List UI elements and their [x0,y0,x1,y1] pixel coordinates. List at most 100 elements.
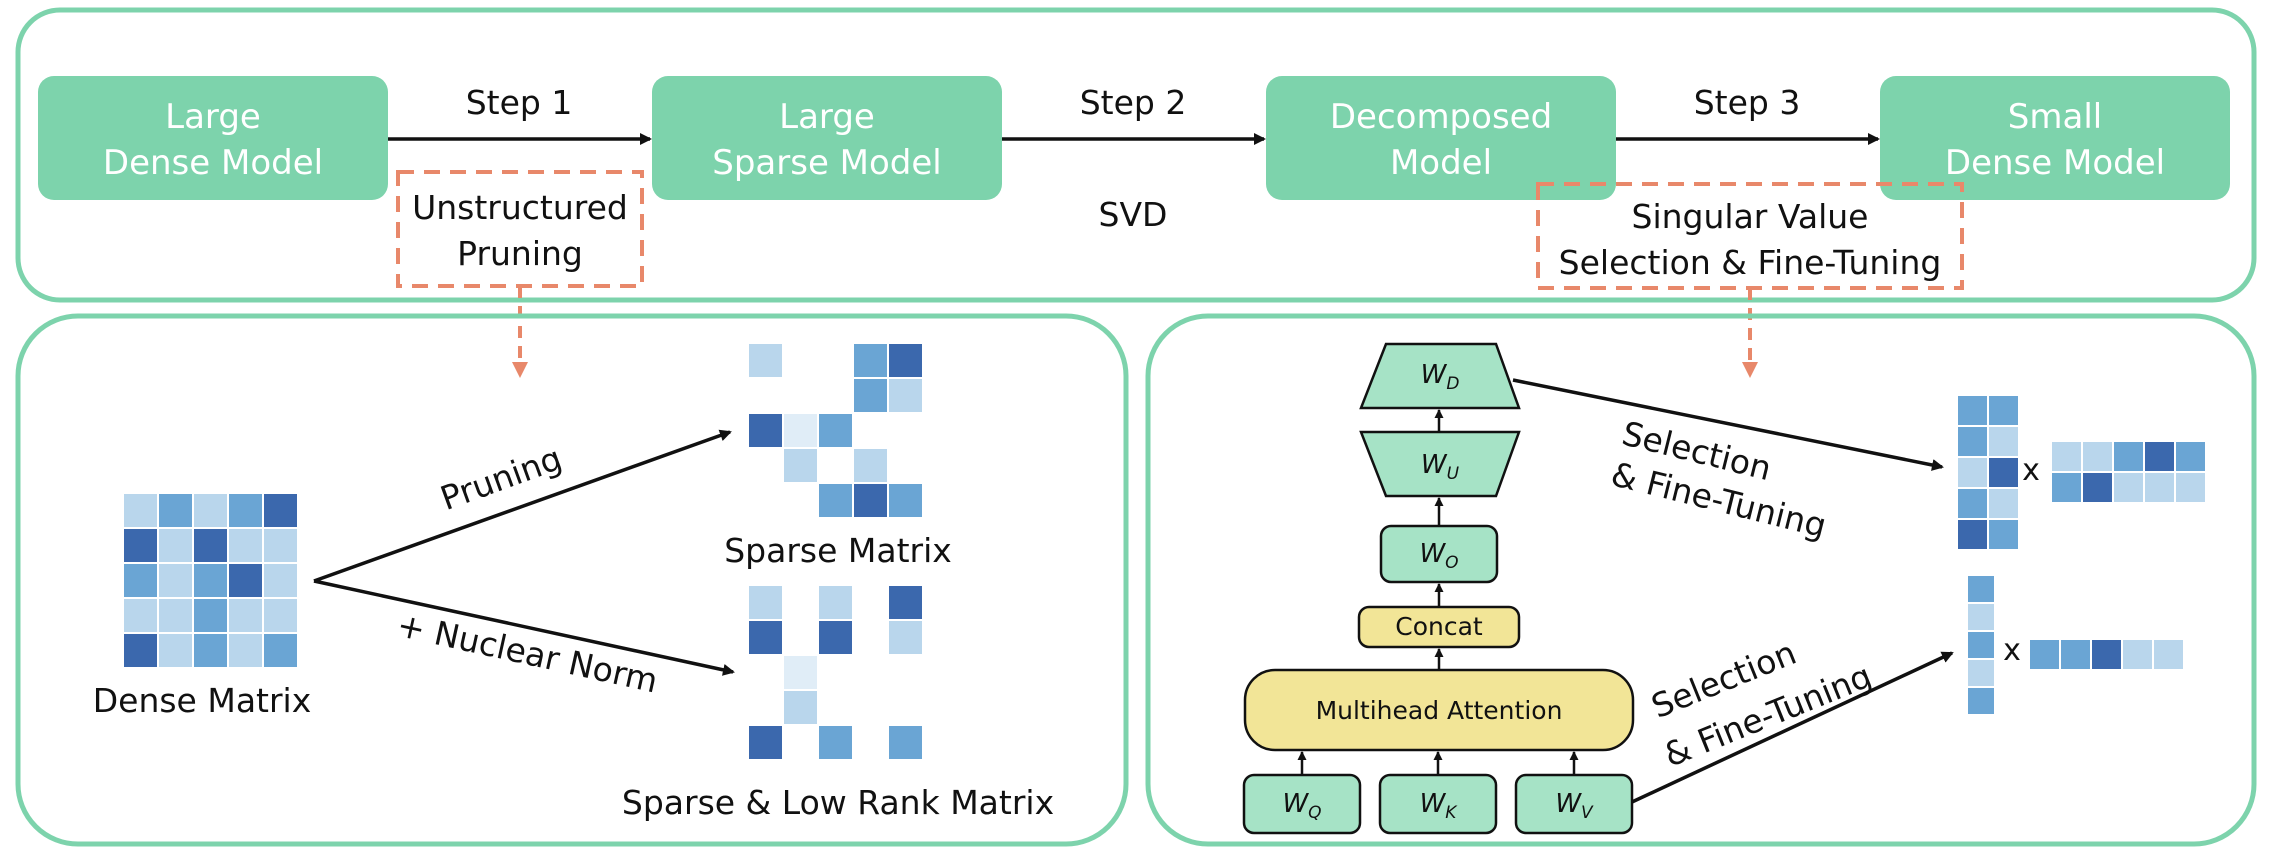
concat-label: Concat [1395,612,1483,641]
wu-block: WU [1359,430,1521,498]
model-label-line2: Dense Model [103,143,323,183]
matrix-cell [2145,442,2174,471]
unstructured-pruning-line1: Unstructured [412,188,628,227]
matrix-cell [1968,604,1994,630]
unstructured-pruning-line2: Pruning [457,234,583,273]
matrix-cell [819,484,852,517]
matrix-cell [749,726,782,759]
matrix-cell [124,564,157,597]
model-box-large-dense: Large Dense Model [38,76,388,200]
singular-value-line2: Selection & Fine-Tuning [1559,243,1942,282]
wq-block: WQ [1242,773,1362,835]
model-box-decomposed: Decomposed Model [1266,76,1616,200]
matrix-cell [889,484,922,517]
matrix-cell [2030,640,2059,669]
matrix-cell [819,726,852,759]
matrix-cell [2145,473,2174,502]
selection-arrow-bottom [1631,651,1954,804]
matrix-cell [749,414,782,447]
matrix-cell [264,634,297,667]
wq-subscript: Q [1308,803,1321,823]
wv-letter: W [1555,789,1582,819]
svg-text:WK: WK [1420,789,1459,823]
sparse-lowrank-matrix [749,586,922,759]
matrix-cell [1989,489,2018,518]
wk-subscript: K [1445,803,1458,823]
matrix-cell [194,634,227,667]
singular-value-line1: Singular Value [1632,197,1869,236]
model-label-line1: Large [779,97,875,137]
matrix-cell [2176,473,2205,502]
matrix-cell [1958,458,1987,487]
pipeline-panel [15,7,2257,303]
pruning-panel [15,313,1129,847]
matrix-cell [2123,640,2152,669]
factor-matrix-u-bottom [1968,576,1994,714]
model-label-line2: Sparse Model [712,143,942,183]
factor-matrix-u-top [1958,396,2018,549]
matrix-cell [1968,660,1994,686]
matrix-cell [229,634,262,667]
matrix-cell [124,599,157,632]
matrix-cell [819,586,852,619]
sparse-lowrank-label: Sparse & Low Rank Matrix [622,783,1054,822]
matrix-cell [2114,473,2143,502]
model-label-line2: Dense Model [1945,143,2165,183]
matrix-cell [124,634,157,667]
matrix-cell [2154,640,2183,669]
matrix-cell [854,344,887,377]
step1-label: Step 1 [466,83,573,122]
matrix-cell [1958,489,1987,518]
matrix-cell [889,586,922,619]
matrix-cell [2092,640,2121,669]
matrix-cell [1968,688,1994,714]
matrix-cell [1989,520,2018,549]
matrix-cell [124,529,157,562]
matrix-cell [229,599,262,632]
matrix-cell [1958,520,1987,549]
multihead-attention-block: Multihead Attention [1243,668,1635,752]
matrix-cell [159,529,192,562]
model-box-large-sparse: Large Sparse Model [652,76,1002,200]
mha-label: Multihead Attention [1316,696,1563,725]
transformer-panel [1145,313,2257,847]
matrix-cell [264,529,297,562]
concat-block: Concat [1357,605,1521,649]
svd-label: SVD [1099,195,1168,234]
wd-block: WD [1359,342,1521,410]
wq-letter: W [1282,789,1309,819]
matrix-cell [2052,473,2081,502]
matrix-cell [124,494,157,527]
step3-label: Step 3 [1694,83,1801,122]
matrix-cell [194,564,227,597]
matrix-cell [819,414,852,447]
wv-block: WV [1514,773,1634,835]
matrix-cell [749,344,782,377]
matrix-cell [194,599,227,632]
matrix-cell [1989,458,2018,487]
model-label-line2: Model [1390,143,1492,183]
matrix-cell [229,494,262,527]
matrix-cell [1989,396,2018,425]
matrix-cell [854,449,887,482]
wk-letter: W [1420,789,1447,819]
model-label-line1: Decomposed [1330,97,1552,137]
pruning-label: Pruning [435,438,567,518]
matrix-cell [159,564,192,597]
matrix-cell [229,564,262,597]
wo-block: WO [1379,524,1499,584]
matrix-cell [819,621,852,654]
matrix-cell [159,599,192,632]
matrix-cell [2083,442,2112,471]
matrix-cell [264,494,297,527]
matrix-cell [2083,473,2112,502]
dense-matrix [124,494,297,667]
matrix-cell [1968,632,1994,658]
wo-letter: W [1419,539,1446,569]
matrix-cell [784,414,817,447]
nuclear-norm-arrow [313,579,735,676]
matrix-cell [264,564,297,597]
matrix-cell [229,529,262,562]
matrix-cell [784,691,817,724]
